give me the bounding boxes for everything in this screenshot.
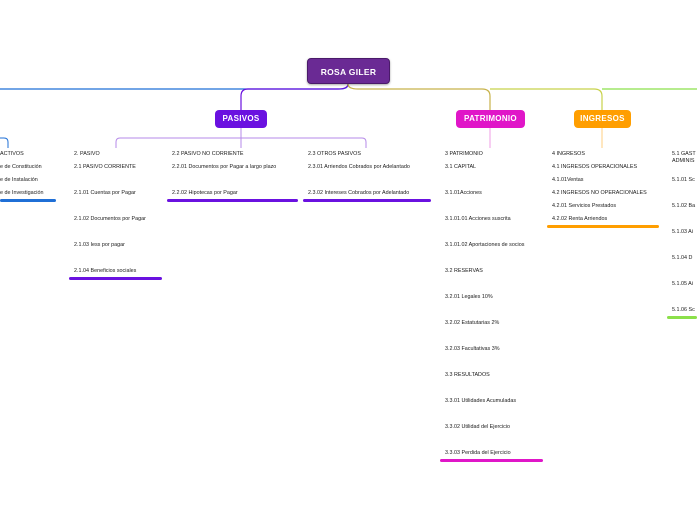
pasivos-item[interactable]: 2.3 OTROS PASIVOS xyxy=(308,151,361,157)
gastos-item[interactable]: 5.1.03 Ai xyxy=(672,229,693,235)
pasivos-item[interactable]: 2.1.04 Beneficios sociales xyxy=(74,268,137,274)
patrimonio-item[interactable]: 3 PATRIMONIO xyxy=(445,151,483,157)
activos-item[interactable]: e de Investigación xyxy=(0,190,44,196)
gastos-item[interactable]: 5.1 GAST xyxy=(672,151,696,157)
patrimonio-underline xyxy=(440,459,543,462)
patrimonio-item[interactable]: 3.1.01Acciones xyxy=(445,190,482,196)
activos-item[interactable]: e de Instalación xyxy=(0,177,38,183)
patrimonio-item[interactable]: 3.2.02 Estatutarias 2% xyxy=(445,320,500,326)
ingresos-item[interactable]: 4.1 INGRESOS OPERACIONALES xyxy=(552,164,638,170)
gastos-item[interactable]: 5.1.04 D xyxy=(672,255,693,261)
connector-activos-children xyxy=(0,137,9,148)
patrimonio-item[interactable]: 3.3.01 Utilidades Acumuladas xyxy=(445,398,517,404)
pasivos-col1-underline xyxy=(69,277,162,280)
connector-pasivos-children xyxy=(115,128,367,148)
patrimonio-node[interactable]: PATRIMONIO xyxy=(456,110,525,128)
patrimonio-item[interactable]: 3.2.03 Facultativas 3% xyxy=(445,346,500,352)
connector-root-pasivos xyxy=(240,83,349,110)
patrimonio-item[interactable]: 3.2 RESERVAS xyxy=(445,268,483,274)
gastos-item[interactable]: 5.1.01 Sc xyxy=(672,177,695,183)
gastos-item[interactable]: ADMINIS xyxy=(672,158,695,164)
ingresos-item[interactable]: 4 INGRESOS xyxy=(552,151,585,157)
pasivos-item[interactable]: 2.2 PASIVO NO CORRIENTE xyxy=(172,151,244,157)
patrimonio-item[interactable]: 3.1 CAPITAL xyxy=(445,164,477,170)
gastos-item[interactable]: 5.1.05 Ai xyxy=(672,281,693,287)
gastos-item[interactable]: 5.1.06 Sc xyxy=(672,307,695,313)
activos-item[interactable]: ACTIVOS xyxy=(0,151,24,157)
pasivos-node[interactable]: PASIVOS xyxy=(215,110,267,128)
ingresos-item[interactable]: 4.1.01Ventas xyxy=(552,177,584,183)
pasivos-item[interactable]: 2. PASIVO xyxy=(74,151,100,157)
pasivos-item[interactable]: 2.1.01 Cuentas por Pagar xyxy=(74,190,136,196)
pasivos-item[interactable]: 2.3.02 Intereses Cobrados por Adelantado xyxy=(308,190,410,196)
ingresos-node[interactable]: INGRESOS xyxy=(574,110,631,128)
pasivos-item[interactable]: 2.2.01 Documentos por Pagar a largo plaz… xyxy=(172,164,277,170)
gastos-item[interactable]: 5.1.02 Ba xyxy=(672,203,696,209)
ingresos-underline xyxy=(547,225,659,228)
pasivos-item[interactable]: 2.1.03 Iess por pagar xyxy=(74,242,125,248)
pasivos-item[interactable]: 2.1 PASIVO CORRIENTE xyxy=(74,164,136,170)
pasivos-item[interactable]: 2.2.02 Hipotecas por Pagar xyxy=(172,190,238,196)
connector-root-patrimonio xyxy=(347,83,491,110)
pasivos-col3-underline xyxy=(303,199,431,202)
patrimonio-item[interactable]: 3.3.03 Perdida del Ejercicio xyxy=(445,450,511,456)
activos-underline xyxy=(0,199,56,202)
root-node[interactable]: ROSA GILER xyxy=(307,58,390,84)
patrimonio-item[interactable]: 3.3.02 Utilidad del Ejercicio xyxy=(445,424,511,430)
patrimonio-item[interactable]: 3.3 RESULTADOS xyxy=(445,372,490,378)
connector-root-ingresos xyxy=(490,88,603,110)
activos-item[interactable]: e de Constitución xyxy=(0,164,42,170)
gastos-underline xyxy=(667,316,697,319)
patrimonio-item[interactable]: 3.1.01.02 Aportaciones de socios xyxy=(445,242,525,248)
connector-root-activos xyxy=(0,83,349,90)
ingresos-item[interactable]: 4.2.02 Renta Arriendos xyxy=(552,216,608,222)
patrimonio-item[interactable]: 3.1.01.01 Acciones suscrita xyxy=(445,216,511,222)
pasivos-col2-underline xyxy=(167,199,298,202)
pasivos-item[interactable]: 2.3.01 Arriendos Cobrados por Adelantado xyxy=(308,164,410,170)
ingresos-item[interactable]: 4.2 INGRESOS NO OPERACIONALES xyxy=(552,190,647,196)
patrimonio-item[interactable]: 3.2.01 Legales 10% xyxy=(445,294,493,300)
pasivos-item[interactable]: 2.1.02 Documentos por Pagar xyxy=(74,216,146,222)
ingresos-item[interactable]: 4.2.01 Servicios Prestados xyxy=(552,203,617,209)
